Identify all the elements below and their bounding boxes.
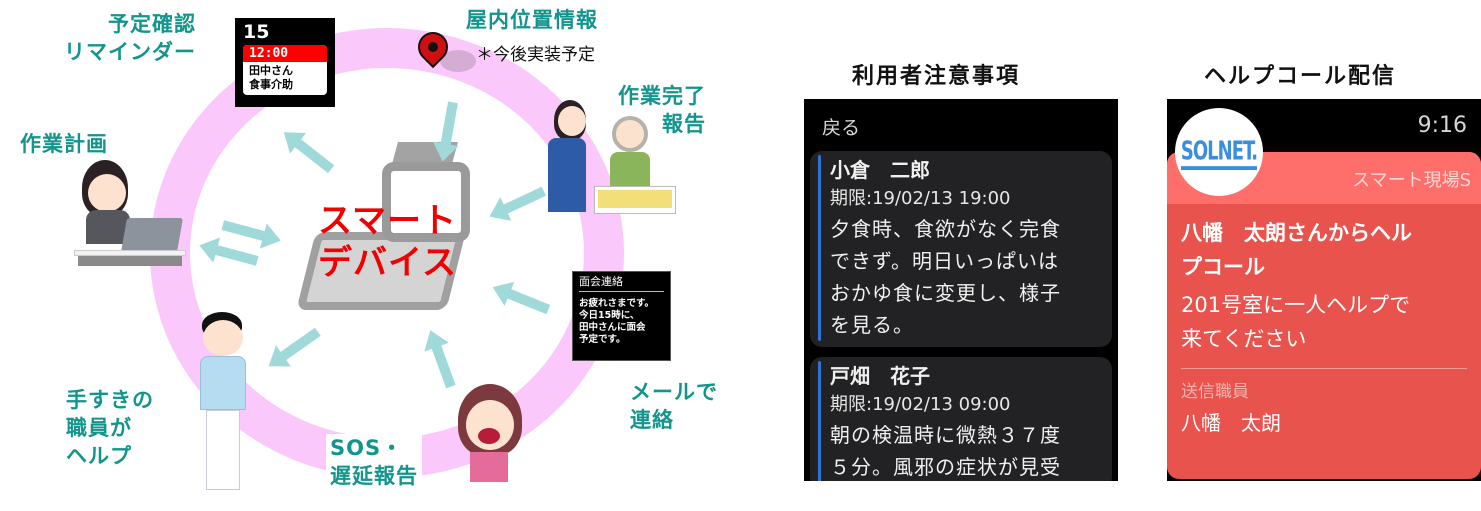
label-line: ヘルプ xyxy=(66,444,132,468)
message-line: 来てください xyxy=(1181,327,1307,351)
user-notes-watch-screen: 戻る 小倉 二郎 期限:19/02/13 19:00 夕食時、食欲がなく完食 で… xyxy=(804,99,1118,481)
note-line: できず。明日いっぱいは xyxy=(830,249,1059,273)
back-button[interactable]: 戻る xyxy=(822,117,861,139)
divider xyxy=(1181,368,1467,369)
note-deadline: 期限:19/02/13 19:00 xyxy=(830,188,1011,209)
smartwatch-icon xyxy=(382,162,470,242)
mail-header: 面会連絡 xyxy=(579,274,664,292)
label-line: 作業完了 xyxy=(618,84,706,108)
calendar-line: 田中さん xyxy=(249,64,293,77)
logo-text: SOLNET. xyxy=(1180,134,1258,170)
note-body: 朝の検温時に微熱３７度 ５分。風邪の症状が見受 xyxy=(824,419,1102,481)
label-line: 連絡 xyxy=(630,408,674,432)
note-line: を見る。 xyxy=(830,313,914,337)
planner-person-illustration xyxy=(72,160,188,266)
title-line: プコール xyxy=(1181,255,1265,279)
label-line: リマインダー xyxy=(64,40,196,64)
label-mail-contact: メールで 連絡 xyxy=(626,378,722,434)
user-notes-panel-title: 利用者注意事項 xyxy=(852,64,1021,89)
calendar-reminder-card: 15 12:00 田中さん 食事介助 xyxy=(235,18,335,107)
pin-shadow xyxy=(440,50,476,72)
notification-title: 八幡 太朗さんからヘル プコール xyxy=(1181,216,1467,284)
label-work-plan: 作業計画 xyxy=(16,130,112,158)
label-sos-delay: SOS・ 遅延報告 xyxy=(326,434,422,490)
surprised-person-illustration xyxy=(454,384,524,484)
note-card[interactable]: 小倉 二郎 期限:19/02/13 19:00 夕食時、食欲がなく完食 できず。… xyxy=(810,151,1112,347)
solnet-logo-icon: SOLNET. xyxy=(1175,108,1263,196)
note-card[interactable]: 戸畑 花子 期限:19/02/13 09:00 朝の検温時に微熱３７度 ５分。風… xyxy=(810,357,1112,481)
note-line: 夕食時、食欲がなく完食 xyxy=(830,217,1061,241)
sender-label: 送信職員 xyxy=(1181,382,1249,402)
label-line: 報告 xyxy=(662,112,706,136)
mail-notification-card: 面会連絡 お疲れさまです。 今日15時に、 田中さんに面会 予定です。 xyxy=(572,271,671,361)
center-title: スマート デバイス xyxy=(318,200,457,284)
calendar-line: 食事介助 xyxy=(249,78,293,91)
label-line: 遅延報告 xyxy=(330,464,418,488)
help-call-notification[interactable]: スマート現場S 八幡 太朗さんからヘル プコール 201号室に一人ヘルプで 来て… xyxy=(1167,152,1481,479)
label-indoor-location-note: ＊今後実装予定 xyxy=(476,45,595,65)
label-line: 予定確認 xyxy=(108,12,196,36)
watch-time: 9:16 xyxy=(1417,113,1467,138)
title-line: 八幡 太朗さんからヘル xyxy=(1181,221,1412,245)
mail-line: お疲れさまです。 xyxy=(579,298,655,309)
label-free-staff-help: 手すきの 職員が ヘルプ xyxy=(62,386,158,470)
sender-name: 八幡 太朗 xyxy=(1181,411,1281,435)
note-line: おかゆ食に変更し、様子 xyxy=(830,281,1061,305)
label-line: 手すきの xyxy=(66,388,154,412)
mail-line: 予定です。 xyxy=(579,334,626,345)
note-line: ５分。風邪の症状が見受 xyxy=(830,455,1061,479)
note-body: 夕食時、食欲がなく完食 できず。明日いっぱいは おかゆ食に変更し、様子 を見る。 xyxy=(824,213,1102,341)
label-line: 職員が xyxy=(66,416,132,440)
calendar-day: 15 xyxy=(243,21,270,43)
label-line: メールで xyxy=(630,380,718,404)
label-indoor-location: 屋内位置情報 xyxy=(462,6,602,34)
notification-body: 八幡 太朗さんからヘル プコール 201号室に一人ヘルプで 来てください 送信職… xyxy=(1167,204,1481,441)
note-resident-name: 戸畑 花子 xyxy=(830,364,930,388)
note-resident-name: 小倉 二郎 xyxy=(830,158,930,182)
mail-body: お疲れさまです。 今日15時に、 田中さんに面会 予定です。 xyxy=(579,298,664,346)
calendar-event: 12:00 田中さん 食事介助 xyxy=(243,45,327,95)
mail-line: 田中さんに面会 xyxy=(579,322,646,333)
label-schedule-reminder: 予定確認 リマインダー xyxy=(60,10,200,66)
helper-staff-illustration xyxy=(198,312,248,492)
help-call-panel-title: ヘルプコール配信 xyxy=(1204,64,1397,89)
message-line: 201号室に一人ヘルプで xyxy=(1181,293,1411,317)
center-title-line: スマート xyxy=(318,201,457,241)
center-title-line: デバイス xyxy=(318,243,457,283)
calendar-event-text: 田中さん 食事介助 xyxy=(243,62,327,95)
calendar-time: 12:00 xyxy=(243,45,327,62)
caregiver-feeding-illustration xyxy=(548,100,678,215)
note-line: 朝の検温時に微熱３７度 xyxy=(830,423,1061,447)
note-deadline: 期限:19/02/13 09:00 xyxy=(830,394,1011,415)
mail-line: 今日15時に、 xyxy=(579,310,640,321)
label-line: SOS・ xyxy=(330,436,404,460)
notification-message: 201号室に一人ヘルプで 来てください xyxy=(1181,288,1467,356)
smart-device-diagram: 予定確認 リマインダー 屋内位置情報 ＊今後実装予定 作業計画 作業完了 報告 … xyxy=(0,0,760,511)
